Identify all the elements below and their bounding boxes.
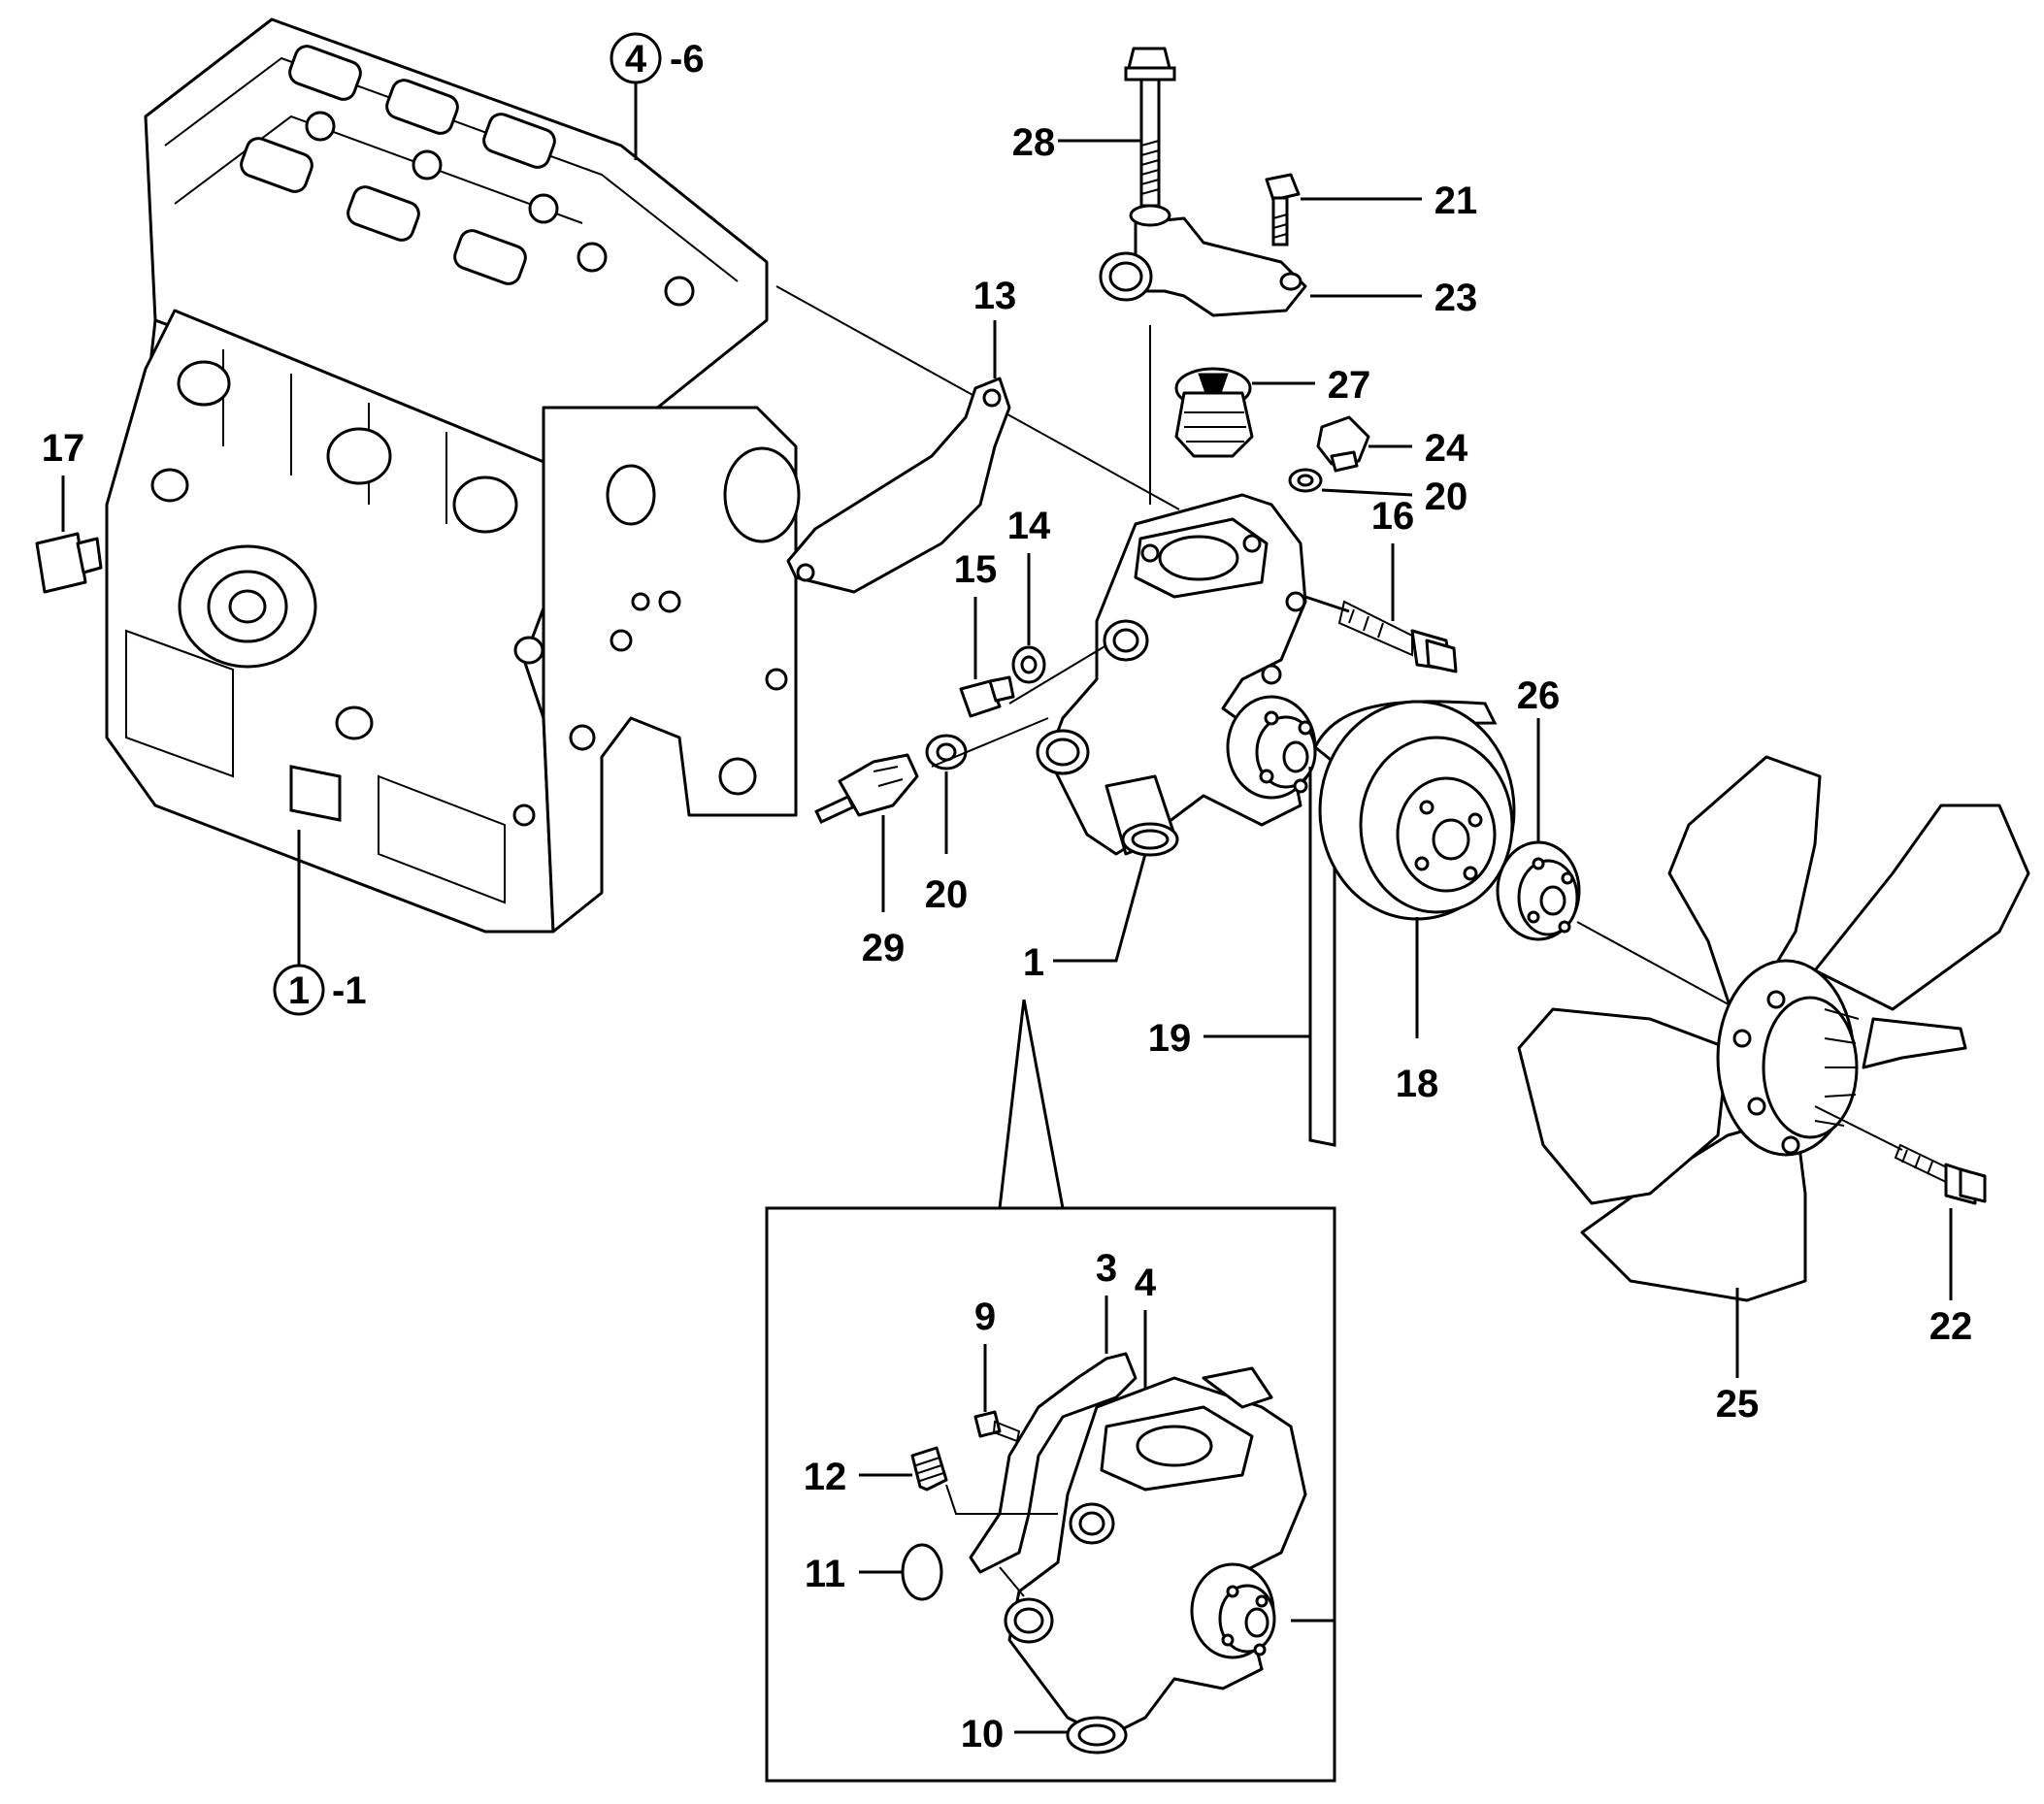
assembly-line-sender: [931, 717, 1049, 768]
part-16-bolt: 16: [1304, 495, 1458, 673]
label-23: 23: [1434, 277, 1478, 319]
label-1: 1: [1023, 941, 1044, 984]
part-20-washer-upper: 20: [1288, 468, 1468, 518]
inset-label-3: 3: [1096, 1247, 1117, 1290]
part-14-washer: 14: [1007, 505, 1051, 684]
label-26: 26: [1517, 674, 1561, 717]
part-22-bolt: 22: [1814, 1105, 1987, 1348]
callout-4-6-suffix: -6: [670, 38, 705, 81]
inset-label-9: 9: [974, 1296, 996, 1338]
label-20-upper: 20: [1425, 476, 1468, 518]
label-17: 17: [42, 427, 85, 470]
label-21: 21: [1434, 180, 1478, 222]
part-17-plug: 17: [35, 427, 103, 594]
engine-block: [105, 17, 801, 934]
callout-4-6-number: 4: [625, 38, 647, 81]
part-27-thermostat: 27: [1174, 364, 1371, 458]
label-19: 19: [1148, 1017, 1192, 1060]
label-14: 14: [1007, 505, 1051, 547]
part-28-bolt: 28: [1012, 47, 1176, 208]
part-1-water-pump: 1: [1023, 493, 1317, 984]
label-13: 13: [973, 275, 1017, 317]
label-27: 27: [1328, 364, 1371, 407]
part-13-gasket: 13: [786, 275, 1017, 594]
inset-label-10: 10: [961, 1713, 1005, 1755]
assembly-line-fan: [1576, 921, 1738, 1010]
label-25: 25: [1716, 1383, 1760, 1426]
callout-1-1-number: 1: [288, 969, 310, 1012]
part-20-washer-lower: 20: [925, 734, 969, 916]
part-21-bolt: 21: [1265, 173, 1478, 246]
inset-frame: [765, 1206, 1336, 1783]
label-18: 18: [1396, 1063, 1439, 1105]
assembly-line-bolt15: [1008, 644, 1107, 705]
callout-1-1-suffix: -1: [332, 969, 367, 1012]
label-24: 24: [1425, 427, 1468, 470]
part-24-plug: 24: [1316, 415, 1468, 473]
water-pump-detail-inset: 3 4 9 12 11 10: [765, 999, 1336, 1783]
inset-label-4: 4: [1135, 1262, 1157, 1304]
inset-label-11: 11: [805, 1553, 845, 1595]
label-29: 29: [862, 927, 906, 969]
part-29-temp-sender: 29: [814, 753, 919, 969]
label-22: 22: [1929, 1305, 1973, 1348]
callout-4-6: 4 -6: [610, 32, 705, 160]
callout-1-1: 1 -1: [273, 830, 367, 1016]
part-18-pulley: 18: [1318, 700, 1516, 1105]
part-25-fan: 25: [1517, 755, 2030, 1426]
part-23-thermostat-cover: 23: [1099, 204, 1478, 319]
label-20-lower: 20: [925, 873, 969, 916]
part-15-bolt: 15: [954, 548, 1015, 718]
label-28: 28: [1012, 121, 1056, 164]
label-15: 15: [954, 548, 998, 591]
inset-label-12: 12: [804, 1456, 847, 1498]
part-26-spacer: 26: [1496, 674, 1581, 941]
label-16: 16: [1371, 495, 1415, 538]
